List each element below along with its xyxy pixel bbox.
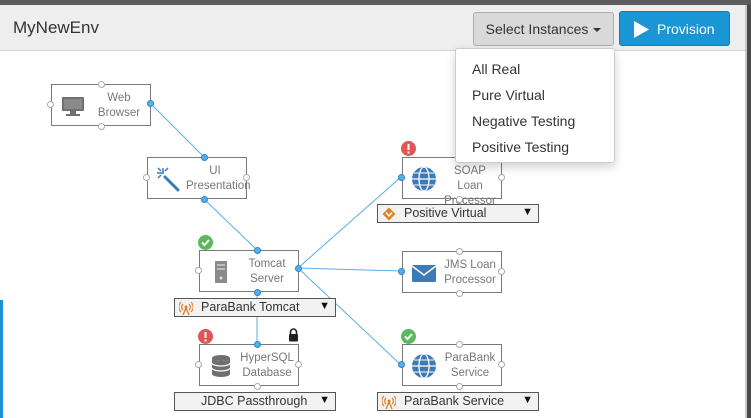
node-label-line1: Web — [107, 92, 131, 104]
connector-handle[interactable] — [456, 341, 463, 348]
connector-handle[interactable] — [143, 174, 150, 181]
wire-ui-tomcat — [203, 198, 258, 251]
server-icon — [215, 261, 227, 283]
provision-button[interactable]: Provision — [619, 11, 730, 46]
connector-handle[interactable] — [456, 383, 463, 390]
environment-header: MyNewEnv Select Instances Provision — [0, 5, 745, 51]
caret-down-icon — [593, 28, 602, 33]
connector-handle[interactable] — [456, 196, 463, 203]
wire-tomcat-soap — [297, 176, 402, 269]
parabank-instance-select[interactable]: ParaBank Service ▼ — [377, 392, 539, 411]
tomcat-instance-select[interactable]: ParaBank Tomcat ▼ — [174, 298, 336, 317]
node-label-line2: Server — [250, 273, 284, 285]
connector-handle[interactable] — [398, 361, 405, 368]
wire-tomcat-parabank — [297, 267, 402, 366]
database-icon — [211, 355, 231, 377]
envelope-icon — [411, 265, 437, 282]
connector-handle[interactable] — [498, 174, 505, 181]
node-ui-presentation[interactable]: UI Presentation — [147, 157, 251, 199]
connector-handle[interactable] — [295, 265, 302, 272]
connector-handle[interactable] — [147, 100, 154, 107]
provision-label: Provision — [657, 21, 715, 37]
status-ok-icon — [401, 329, 416, 344]
connector-handle[interactable] — [398, 174, 405, 181]
magic-wand-icon — [157, 167, 180, 192]
environment-title: MyNewEnv — [13, 18, 99, 37]
node-label-line1: SOAP Loan — [454, 165, 486, 192]
dropdown-arrow-icon: ▼ — [319, 394, 330, 406]
connection-lines — [149, 102, 402, 366]
connector-handle[interactable] — [456, 290, 463, 297]
connector-handle[interactable] — [195, 267, 202, 274]
connector-handle[interactable] — [498, 268, 505, 275]
connector-handle[interactable] — [398, 268, 405, 275]
connector-handle[interactable] — [98, 123, 105, 130]
node-label-line2: Service — [450, 367, 490, 379]
connector-handle[interactable] — [243, 174, 250, 181]
globe-icon — [412, 166, 436, 192]
menu-item-negative-testing[interactable]: Negative Testing — [472, 113, 576, 129]
connector-handle[interactable] — [498, 361, 505, 368]
wire-browser-ui — [149, 102, 205, 158]
signal-tower-icon — [382, 395, 396, 409]
select-instances-label: Select Instances — [485, 21, 589, 37]
connector-handle[interactable] — [195, 361, 202, 368]
virtual-asset-icon — [382, 207, 396, 221]
soap-instance-select[interactable]: Positive Virtual ▼ — [377, 204, 539, 223]
status-error-icon — [401, 141, 416, 156]
connector-handle[interactable] — [47, 101, 54, 108]
window-left-accent — [0, 300, 3, 418]
menu-item-pure-virtual[interactable]: Pure Virtual — [472, 87, 545, 103]
select-instances-menu: All Real Pure Virtual Negative Testing P… — [455, 48, 615, 163]
connector-handle[interactable] — [254, 383, 261, 390]
connector-handle[interactable] — [295, 361, 302, 368]
menu-item-positive-testing[interactable]: Positive Testing — [472, 139, 570, 155]
node-label-line2: Processor — [444, 274, 496, 286]
node-hypersql-database[interactable]: HyperSQL Database — [199, 344, 299, 386]
dropdown-arrow-icon: ▼ — [522, 206, 533, 218]
globe-icon — [412, 353, 436, 379]
node-label-line2: Database — [242, 367, 292, 379]
select-value: ParaBank Tomcat — [201, 300, 300, 314]
select-value: ParaBank Service — [404, 394, 505, 408]
menu-item-all-real[interactable]: All Real — [472, 61, 521, 77]
node-label-line2: Presentation — [186, 180, 251, 192]
node-label-line1: UI — [209, 165, 221, 177]
node-label-line2: Browser — [97, 107, 141, 119]
node-label-line1: HyperSQL — [240, 352, 294, 364]
wire-tomcat-jms — [297, 267, 402, 272]
dropdown-arrow-icon: ▼ — [319, 300, 330, 312]
connector-handle[interactable] — [254, 247, 261, 254]
connector-handle[interactable] — [201, 154, 208, 161]
signal-tower-icon — [179, 301, 193, 315]
node-label-line1: ParaBank — [444, 352, 496, 364]
status-ok-icon — [198, 235, 213, 250]
window-right-shadow — [745, 5, 747, 418]
window-top-border — [0, 0, 751, 5]
play-icon — [634, 21, 649, 38]
connector-handle[interactable] — [254, 289, 261, 296]
window-right-border — [747, 5, 751, 418]
select-instances-button[interactable]: Select Instances — [473, 12, 614, 46]
connector-handle[interactable] — [98, 81, 105, 88]
select-value: Positive Virtual — [404, 206, 487, 220]
connector-handle[interactable] — [456, 248, 463, 255]
node-label-line1: Tomcat — [248, 258, 286, 270]
lock-icon — [289, 328, 298, 342]
connector-handle[interactable] — [254, 341, 261, 348]
hypersql-instance-select[interactable]: JDBC Passthrough ▼ — [174, 392, 336, 411]
status-error-icon — [198, 329, 213, 344]
dropdown-arrow-icon: ▼ — [522, 394, 533, 406]
monitor-icon — [62, 97, 84, 116]
select-value: JDBC Passthrough — [201, 394, 308, 408]
connector-handle[interactable] — [201, 196, 208, 203]
node-label-line1: JMS Loan — [444, 259, 496, 271]
